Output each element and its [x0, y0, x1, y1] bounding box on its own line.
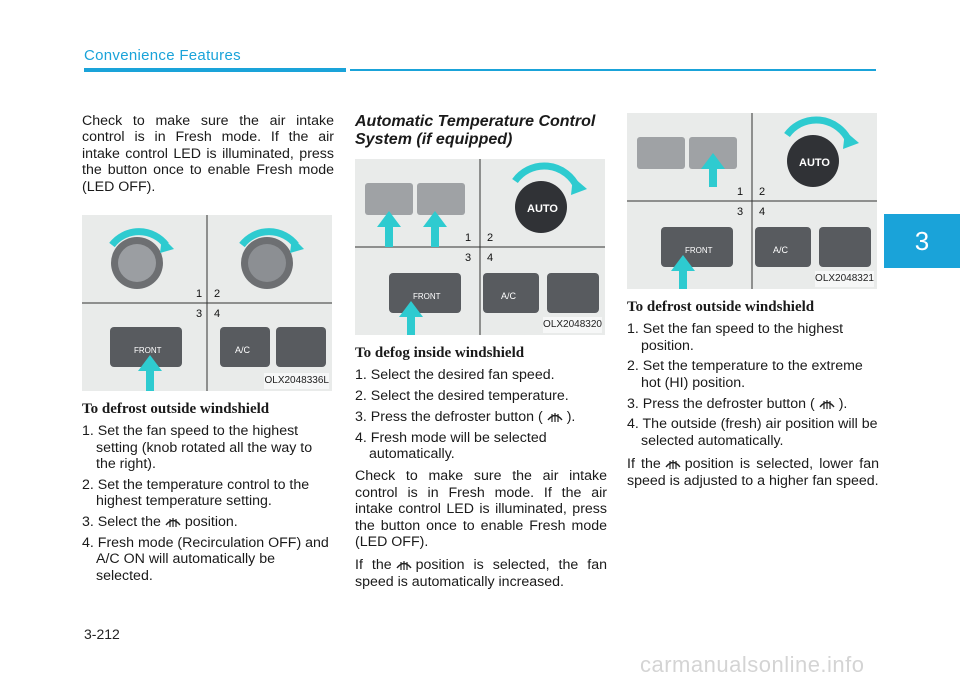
svg-text:A/C: A/C [773, 245, 789, 255]
svg-text:1: 1 [465, 232, 471, 244]
label-3: 3 [196, 308, 202, 320]
svg-text:3: 3 [737, 206, 743, 218]
list-item: 2. Select the desired temperature. [355, 387, 569, 404]
figure-code: OLX2048320 [543, 316, 602, 333]
figure-knob-svg: 1 2 3 4 FRONT A/C [82, 215, 332, 392]
figure-code: OLX2048321 [815, 270, 874, 287]
footer-watermark[interactable]: carmanualsonline.info [640, 652, 865, 677]
figure-auto-defog-svg: AUTO 1 2 3 4 FRONT A/C [355, 159, 605, 335]
figure-code: OLX2048336L [264, 372, 329, 390]
rotate-arrow-icon [512, 162, 581, 189]
defrost-icon [819, 400, 835, 410]
defrost-icon [396, 561, 412, 571]
defrost-icon [165, 518, 181, 528]
steps-list: 1. Select the desired fan speed. 2. Sele… [355, 367, 607, 462]
figure-auto-defrost: AUTO 1 2 3 4 FRONT A/C OLX2048321 [627, 113, 877, 289]
list-item: 4. Fresh mode will be selected automatic… [355, 429, 547, 463]
arrow-up-icon [138, 355, 162, 392]
svg-text:4: 4 [487, 252, 493, 264]
section-heading: To defrost outside windshield [82, 401, 270, 418]
svg-text:1: 1 [737, 186, 743, 198]
list-item: 3. Press the defroster button (). [355, 409, 576, 426]
section-title-auto: Automatic Temperature Control System (if… [355, 113, 596, 148]
front-defrost-button [110, 327, 182, 368]
section-heading: To defrost outside windshield [627, 299, 815, 315]
svg-text:3: 3 [465, 252, 471, 264]
list-item: 1. Set the fan speed to the highest posi… [627, 321, 844, 354]
list-item: 1. Set the fan speed to the highest sett… [82, 423, 313, 473]
rotate-arrow-icon [109, 228, 169, 248]
list-item: 2. Set the temperature to the extreme ho… [627, 358, 863, 391]
svg-text:FRONT: FRONT [134, 346, 162, 355]
chapter-tab[interactable]: 3 [884, 214, 960, 268]
recirc-button [276, 327, 326, 368]
ac-button [220, 327, 270, 368]
column-3: AUTO 1 2 3 4 FRONT A/C OLX2048321 To def… [627, 113, 879, 495]
defrost-icon [547, 413, 563, 423]
section-heading: To defog inside windshield [355, 345, 525, 361]
header-bar [84, 68, 346, 72]
intro-paragraph: Check to make sure the air intake contro… [82, 113, 334, 195]
rotate-arrow-icon [239, 228, 299, 248]
auto-knob [787, 135, 839, 187]
svg-text:4: 4 [759, 206, 765, 218]
list-item: 2. Set the temperature control to the hi… [82, 476, 310, 510]
list-item: 1. Select the desired fan speed. [355, 367, 555, 384]
svg-text:FRONT: FRONT [413, 292, 441, 301]
svg-text:A/C: A/C [501, 291, 517, 301]
label-2: 2 [214, 288, 220, 300]
column-1: Check to make sure the air intake contro… [82, 113, 334, 590]
svg-text:2: 2 [759, 186, 765, 198]
list-item: 4. The outside (fresh) air position will… [627, 416, 878, 449]
section-title: Convenience Features [84, 47, 241, 64]
arrow-up-icon [399, 301, 423, 335]
svg-text:AUTO: AUTO [799, 157, 830, 169]
figure-auto-defrost-svg: AUTO 1 2 3 4 FRONT A/C [627, 113, 877, 289]
svg-text:2: 2 [487, 232, 493, 244]
arrow-up-icon [701, 153, 725, 187]
svg-text:AUTO: AUTO [527, 203, 558, 215]
rotate-arrow-icon [784, 116, 853, 143]
label-1: 1 [196, 288, 202, 300]
arrow-up-icon [377, 211, 401, 247]
arrow-up-icon [423, 211, 447, 247]
page-number: 3-212 [84, 626, 120, 642]
label-4: 4 [214, 308, 220, 320]
svg-text:FRONT: FRONT [685, 246, 713, 255]
figure-knob-controls: 1 2 3 4 FRONT A/C OLX2048336L [82, 215, 332, 392]
column-2: Automatic Temperature Control System (if… [355, 113, 607, 596]
defrost-icon [665, 460, 681, 470]
steps-list: 1. Set the fan speed to the highest sett… [82, 423, 334, 584]
auto-knob [515, 181, 567, 233]
steps-list: 1. Set the fan speed to the highest posi… [627, 321, 879, 449]
header-line [350, 69, 876, 71]
list-item: 3. Press the defroster button (). [627, 396, 848, 413]
arrow-up-icon [671, 255, 695, 289]
list-item: 4. Fresh mode (Recirculation OFF) and A/… [82, 534, 329, 584]
paragraph: Check to make sure the air intake contro… [355, 468, 607, 551]
figure-auto-defog: AUTO 1 2 3 4 FRONT A/C OLX2048320 [355, 159, 605, 335]
svg-text:A/C: A/C [235, 345, 251, 355]
